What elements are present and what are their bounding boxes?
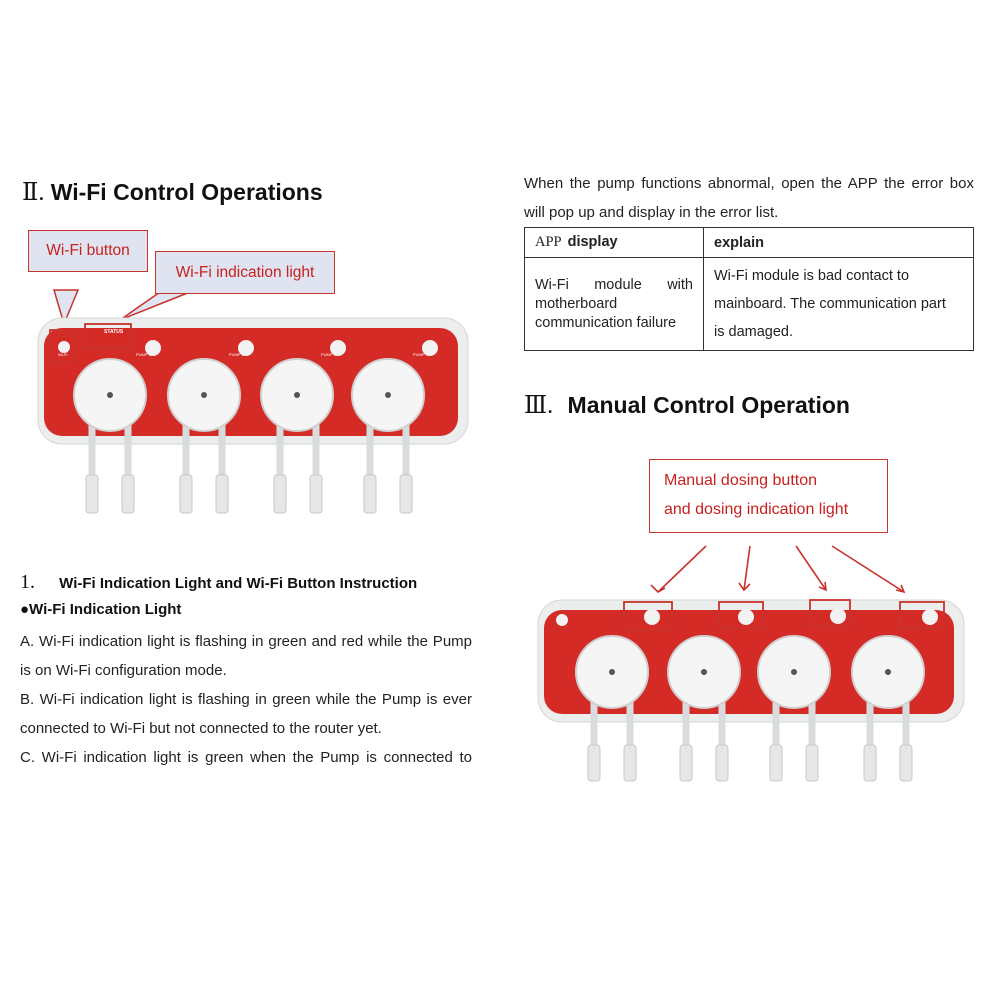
manual-dosing-callout: Manual dosing button and dosing indicati… <box>649 459 888 533</box>
wifi-pump-illustration <box>37 289 469 514</box>
section-3-title-text: Manual Control Operation <box>567 392 850 418</box>
wifi-light-callout-text: Wi-Fi indication light <box>175 264 315 281</box>
pump-1-label: PUMP 1 <box>136 352 151 357</box>
wifi-button-callout-pointer <box>52 289 80 327</box>
table-cell-explain: Wi-Fi module is bad contact to mainboard… <box>703 257 974 351</box>
pump-2-label: PUMP 2 <box>229 352 244 357</box>
explain-line-1: Wi-Fi module is bad contact to <box>714 268 910 284</box>
para-c: C. Wi-Fi indication light is green when … <box>20 749 472 766</box>
section-3-title: Ⅲ. Manual Control Operation <box>524 391 850 420</box>
pump-3-label: PUMP 3 <box>321 352 336 357</box>
wifi-button-highlight <box>49 329 75 363</box>
instruction-heading: 1. Wi-Fi Indication Light and Wi-Fi Butt… <box>20 571 480 594</box>
wifi-light-callout-pointer <box>119 291 191 321</box>
error-table: APP display explain Wi-Fi module with mot… <box>524 227 974 351</box>
indication-light-bullet: ●Wi-Fi Indication Light <box>20 601 182 618</box>
wifi-light-callout: Wi-Fi indication light <box>155 251 335 294</box>
table-header-display: APP display <box>524 227 704 258</box>
section-2-title: Ⅱ. Wi-Fi Control Operations <box>22 178 323 207</box>
section-3-numeral: Ⅲ. <box>524 393 554 419</box>
table-header-row: APP display explain <box>524 227 974 258</box>
manual-callout-line-1: Manual dosing button <box>664 472 817 489</box>
section-2-numeral: Ⅱ. <box>22 180 45 206</box>
pump-4-label: PUMP 4 <box>413 352 428 357</box>
explain-line-2: mainboard. The communication part <box>714 296 946 312</box>
table-cell-display: Wi-Fi module with motherboard communicat… <box>524 257 704 351</box>
para-a: A. Wi-Fi indication light is flashing in… <box>20 633 472 679</box>
explain-line-3: is damaged. <box>714 324 793 340</box>
manual-callout-line-2: and dosing indication light <box>664 501 849 518</box>
instruction-heading-text: Wi-Fi Indication Light and Wi-Fi Button … <box>59 575 418 592</box>
display-header-text: display <box>567 234 618 250</box>
table-header-explain: explain <box>703 227 974 258</box>
wifi-button-callout-text: Wi-Fi button <box>46 242 130 259</box>
wifi-label: Wi-Fi <box>58 352 68 357</box>
status-label: STATUS <box>104 329 124 335</box>
manual-pump-illustration <box>537 545 965 782</box>
app-header-text: APP <box>535 234 562 250</box>
wifi-button-callout: Wi-Fi button <box>28 230 148 272</box>
wifi-button-icon <box>58 341 70 353</box>
wifi-light-highlight <box>84 323 132 349</box>
para-b: B. Wi-Fi indication light is flashing in… <box>20 691 472 737</box>
table-row: Wi-Fi module with motherboard communicat… <box>524 257 974 351</box>
error-intro: When the pump functions abnormal, open t… <box>524 175 974 221</box>
instruction-number: 1. <box>20 571 35 593</box>
section-2-title-text: Wi-Fi Control Operations <box>50 179 323 205</box>
